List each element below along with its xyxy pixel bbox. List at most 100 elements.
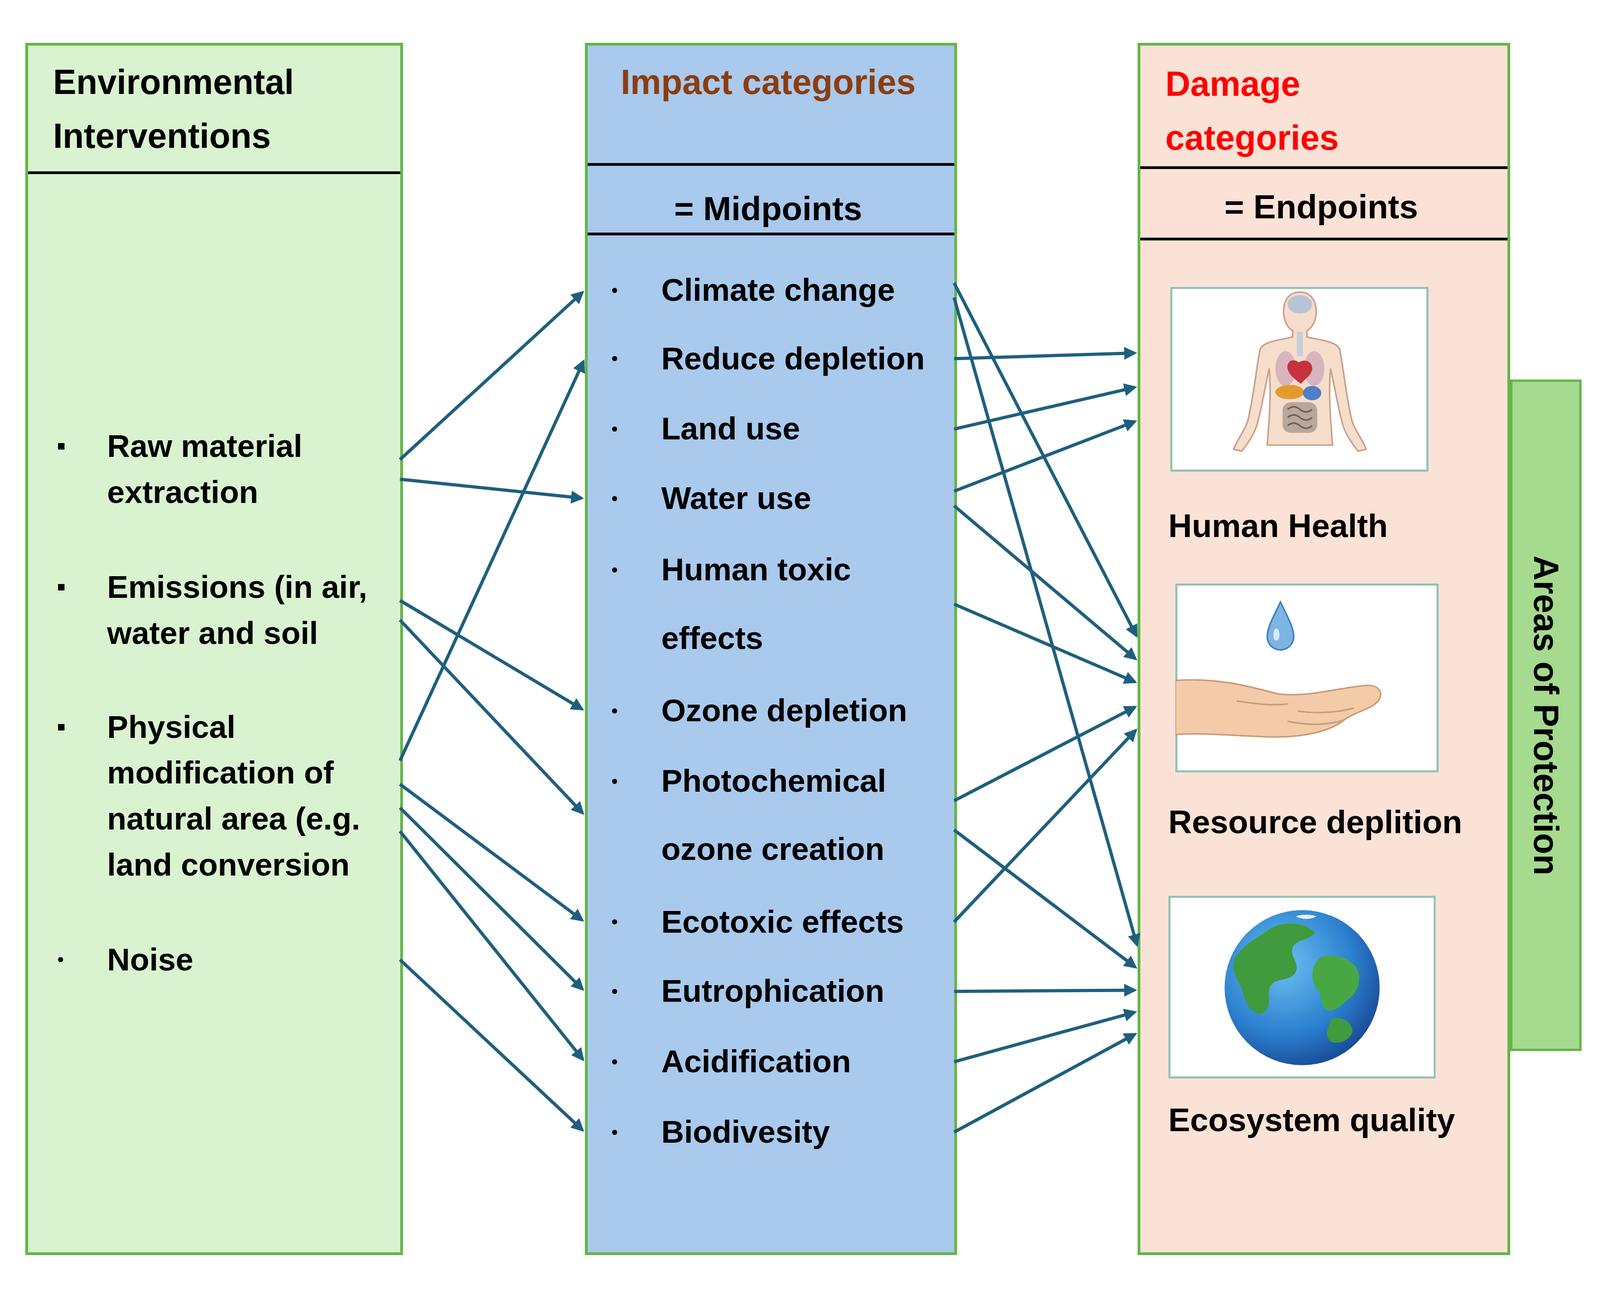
hand-drawing-part [1236, 700, 1355, 725]
impact-category: Ecotoxic effects [584, 887, 955, 957]
category-label: Biodivesity [661, 1097, 950, 1167]
arrow-connector [954, 387, 1135, 430]
arrow-connector [399, 807, 583, 990]
human-drawing-part [1287, 294, 1313, 314]
column-heading: Damage categories [1165, 57, 1425, 166]
impact-category: Acidification [584, 1027, 955, 1096]
intervention-label: Noise [107, 936, 396, 983]
damage-label: Human Health [1168, 498, 1389, 553]
header-rule [587, 232, 955, 236]
category-label: Climate change [661, 256, 950, 325]
round-bullet [612, 287, 618, 293]
globe-drawing-part [1312, 955, 1360, 1011]
round-bullet [58, 957, 64, 963]
protection-band: Areas of Protection [1510, 379, 1582, 1052]
round-bullet [612, 988, 618, 994]
impact-category: Eutrophication [584, 957, 955, 1026]
damage-category: Ecosystem quality [1137, 895, 1507, 1151]
globe-drawing-part [1233, 923, 1316, 1014]
intervention-item: Emissions (in air, water and soil [25, 564, 400, 656]
arrow-connector [954, 829, 1136, 968]
arrow-connector [399, 478, 582, 498]
column-panel: Raw material extractionEmissions (in air… [25, 42, 403, 1256]
column-panel: Climate changeReduce depletionLand useWa… [584, 42, 958, 1256]
globe-drawing-part [1326, 1017, 1353, 1043]
human-drawing-part [1171, 287, 1428, 471]
arrow-connector [399, 600, 582, 710]
header-rule [28, 171, 401, 175]
globe-drawing-part [1224, 910, 1380, 1066]
human-drawing-part [1287, 360, 1313, 384]
human-drawing-part [1275, 384, 1304, 399]
square-bullet [58, 724, 65, 731]
category-label: Ozone depletion [661, 676, 950, 745]
human-drawing-part [1282, 402, 1318, 433]
category-label: Eutrophication [661, 957, 950, 1026]
impact-category: Climate change [584, 256, 955, 325]
column-panel: Human HealthResource deplitionEcosystem … [1137, 42, 1511, 1256]
round-bullet [612, 778, 618, 784]
arrow-connector [399, 361, 584, 761]
square-bullet [58, 443, 65, 450]
globe-illustration [1168, 895, 1436, 1079]
arrow-connector [399, 959, 583, 1131]
damage-label: Resource deplition [1168, 794, 1463, 849]
arrow-connector [399, 292, 583, 460]
arrow-connector [954, 706, 1136, 801]
intervention-label: Raw material extraction [107, 423, 396, 515]
column-heading: Environmental Interventions [52, 55, 385, 164]
arrow-connector [954, 730, 1136, 923]
arrow-connector [954, 604, 1135, 683]
round-bullet [612, 356, 618, 362]
round-bullet [612, 708, 618, 714]
arrow-connector [954, 421, 1135, 491]
impact-category: Land use [584, 394, 955, 463]
hand-drawing-part [1267, 601, 1295, 650]
human-drawing-part [1302, 385, 1322, 400]
impact-category: Photochemical ozone creation [584, 747, 955, 884]
header-rule [1140, 237, 1508, 241]
arrow-connector [954, 505, 1136, 659]
impact-category: Reduce depletion [584, 324, 955, 393]
column-subheading: = Endpoints [1137, 179, 1505, 234]
round-bullet [612, 567, 618, 573]
intervention-item: Physical modification of natural area (e… [25, 704, 400, 888]
hand-drawing-part [1273, 628, 1280, 642]
column-heading: Impact categories [584, 55, 952, 110]
square-bullet [58, 583, 65, 591]
damage-label: Ecosystem quality [1168, 1092, 1455, 1147]
round-bullet [612, 426, 618, 432]
damage-category: Human Health [1137, 286, 1507, 557]
category-label: Water use [661, 464, 950, 533]
damage-category: Resource deplition [1137, 583, 1507, 853]
intervention-label: Emissions (in air, water and soil [107, 564, 396, 656]
hand-illustration [1175, 583, 1439, 773]
category-label: Land use [661, 394, 950, 463]
human-drawing-part [1233, 291, 1367, 452]
round-bullet [612, 1059, 618, 1065]
human-drawing-part [1296, 331, 1303, 357]
round-bullet [612, 1129, 618, 1135]
impact-category: Water use [584, 464, 955, 533]
human-illustration [1170, 286, 1429, 472]
category-label: Ecotoxic effects [661, 887, 950, 957]
category-label: Reduce depletion [661, 324, 950, 393]
human-drawing-part [1287, 406, 1313, 429]
impact-category: Biodivesity [584, 1097, 955, 1167]
arrow-connector [399, 831, 583, 1060]
header-rule [1140, 166, 1508, 170]
intervention-item: Raw material extraction [25, 423, 400, 515]
hand-drawing-part [1176, 584, 1438, 771]
impact-category: Human toxic effects [584, 535, 955, 673]
round-bullet [612, 496, 618, 502]
globe-drawing-part [1296, 914, 1317, 919]
arrow-connector [954, 297, 1138, 945]
category-label: Photochemical ozone creation [661, 747, 950, 884]
header-rule [587, 163, 955, 166]
round-bullet [612, 919, 618, 925]
arrow-connector [954, 282, 1137, 636]
arrow-connector [399, 784, 582, 921]
category-label: Acidification [661, 1027, 950, 1096]
arrow-connector [954, 1012, 1135, 1062]
